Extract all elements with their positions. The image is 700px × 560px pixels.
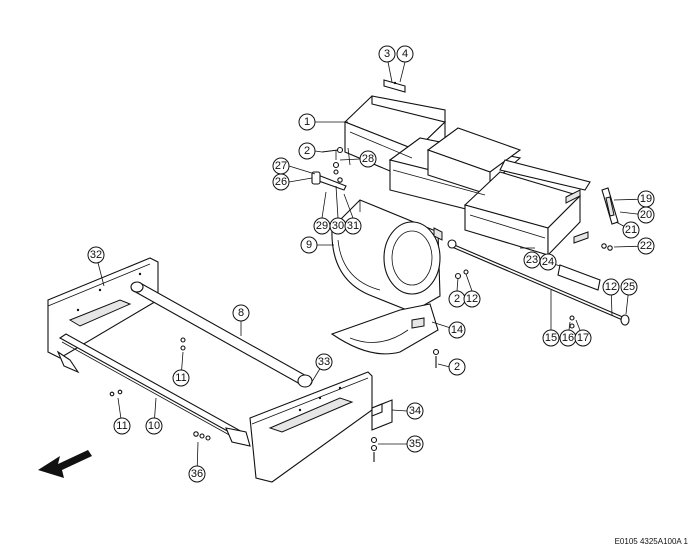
- duct-assembly: [344, 95, 591, 257]
- cover-plate: [330, 303, 440, 368]
- callout-22: 22: [637, 237, 655, 255]
- svg-text:34: 34: [409, 405, 421, 417]
- svg-text:19: 19: [640, 193, 652, 205]
- callout-23: 23: [523, 251, 541, 269]
- shaft: [447, 239, 630, 329]
- callout-11-upper: 11: [172, 369, 190, 387]
- lower-frame: [47, 257, 373, 483]
- svg-text:24: 24: [542, 256, 554, 268]
- svg-text:14: 14: [451, 324, 463, 336]
- svg-text:22: 22: [640, 240, 652, 252]
- svg-text:17: 17: [577, 332, 589, 344]
- callout-36: 36: [188, 465, 206, 483]
- svg-text:11: 11: [175, 372, 186, 384]
- fan-housing: [331, 199, 443, 313]
- callout-21: 21: [622, 221, 640, 239]
- callout-2-lower: 2: [448, 358, 466, 376]
- svg-text:1: 1: [304, 116, 310, 128]
- svg-text:9: 9: [306, 239, 312, 251]
- callout-28: 28: [359, 150, 377, 168]
- callout-12-right: 12: [602, 278, 620, 296]
- callout-3: 3: [378, 45, 396, 63]
- lever-assembly: [311, 150, 347, 191]
- direction-arrow: [38, 450, 92, 478]
- callout-1: 1: [298, 113, 316, 131]
- svg-text:2: 2: [454, 293, 460, 305]
- small-plate: [383, 79, 406, 93]
- svg-text:28: 28: [362, 153, 374, 165]
- callout-35: 35: [406, 435, 424, 453]
- svg-text:4: 4: [402, 48, 408, 60]
- svg-text:16: 16: [562, 332, 574, 344]
- callout-29: 29: [313, 217, 331, 235]
- svg-text:33: 33: [318, 356, 330, 368]
- bracket-plate: [557, 264, 601, 291]
- callout-33: 33: [315, 353, 333, 371]
- callouts: 3 4 1 2 28 27 26 29 30 31 9 2 12 23 24 1…: [87, 45, 655, 483]
- svg-text:30: 30: [332, 220, 344, 232]
- callout-27: 27: [272, 157, 290, 175]
- callout-26: 26: [272, 173, 290, 191]
- svg-text:35: 35: [409, 438, 421, 450]
- document-code: E0105 4325A100A 1: [614, 537, 688, 546]
- callout-32: 32: [87, 246, 105, 264]
- callout-12-left: 12: [463, 290, 481, 308]
- callout-17: 17: [574, 329, 592, 347]
- svg-text:8: 8: [238, 307, 244, 319]
- svg-text:11: 11: [116, 420, 127, 432]
- callout-9: 9: [300, 236, 318, 254]
- callout-11-lower: 11: [113, 417, 131, 435]
- callout-19: 19: [637, 190, 655, 208]
- callout-25: 25: [620, 278, 638, 296]
- svg-text:12: 12: [466, 293, 478, 305]
- svg-text:32: 32: [90, 249, 102, 261]
- screw-set-right: [601, 243, 613, 251]
- svg-text:12: 12: [605, 281, 617, 293]
- callout-16: 16: [559, 329, 577, 347]
- callout-2-top: 2: [298, 142, 316, 160]
- callout-20: 20: [637, 206, 655, 224]
- callout-30: 30: [329, 217, 347, 235]
- svg-text:23: 23: [526, 254, 538, 266]
- svg-text:27: 27: [275, 160, 287, 172]
- svg-text:25: 25: [623, 281, 635, 293]
- small-bracket: [370, 399, 393, 462]
- callout-15: 15: [542, 329, 560, 347]
- bolt-set-lower: [109, 337, 211, 441]
- svg-text:36: 36: [191, 468, 203, 480]
- svg-text:10: 10: [148, 420, 160, 432]
- callout-24: 24: [539, 253, 557, 271]
- svg-text:21: 21: [625, 224, 637, 236]
- callout-8: 8: [232, 304, 250, 322]
- svg-text:26: 26: [275, 176, 287, 188]
- callout-34: 34: [406, 402, 424, 420]
- callout-2-mid: 2: [448, 290, 466, 308]
- svg-text:3: 3: [384, 48, 390, 60]
- screw-set-top: [321, 146, 344, 154]
- svg-text:31: 31: [347, 220, 359, 232]
- callout-10: 10: [145, 417, 163, 435]
- side-bracket: [601, 187, 619, 225]
- svg-text:2: 2: [454, 361, 460, 373]
- svg-text:20: 20: [640, 209, 652, 221]
- svg-text:15: 15: [545, 332, 557, 344]
- svg-text:29: 29: [316, 220, 328, 232]
- callout-31: 31: [344, 217, 362, 235]
- callout-14: 14: [448, 321, 466, 339]
- svg-text:2: 2: [304, 145, 310, 157]
- callout-4: 4: [396, 45, 414, 63]
